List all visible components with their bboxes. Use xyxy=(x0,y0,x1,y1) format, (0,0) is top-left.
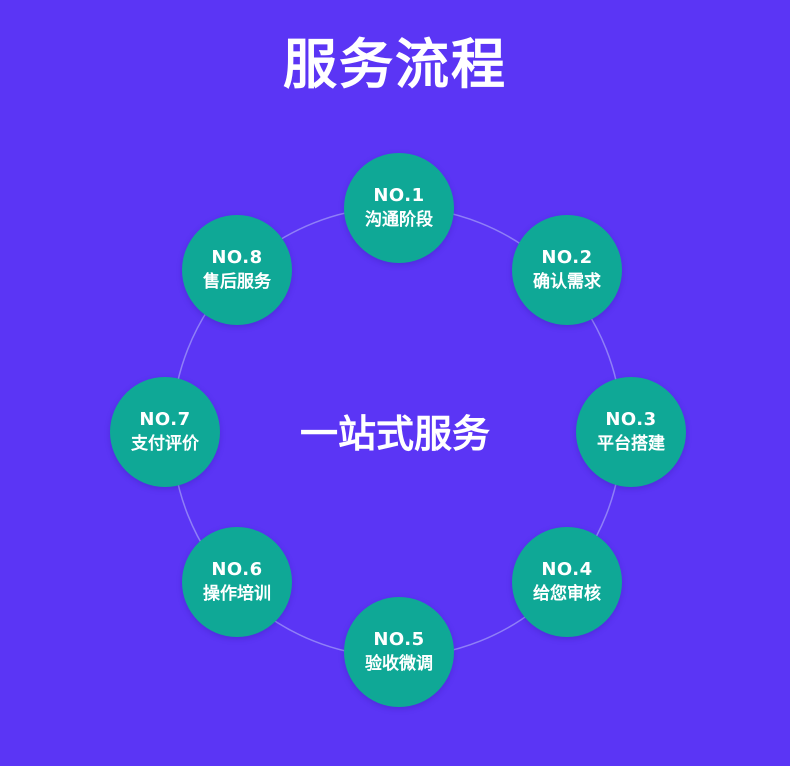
step-node-3: NO.3 平台搭建 xyxy=(576,377,686,487)
step-label: 确认需求 xyxy=(533,272,601,292)
step-label: 支付评价 xyxy=(131,434,199,454)
step-node-7: NO.7 支付评价 xyxy=(110,377,220,487)
step-label: 沟通阶段 xyxy=(365,210,433,230)
step-label: 操作培训 xyxy=(203,584,271,604)
center-label: 一站式服务 xyxy=(299,412,490,456)
step-label: 售后服务 xyxy=(203,272,271,292)
step-label: 平台搭建 xyxy=(597,434,665,454)
step-node-1: NO.1 沟通阶段 xyxy=(344,153,454,263)
step-number: NO.3 xyxy=(605,409,657,430)
step-node-8: NO.8 售后服务 xyxy=(182,215,292,325)
step-node-6: NO.6 操作培训 xyxy=(182,527,292,637)
step-number: NO.6 xyxy=(211,559,263,580)
step-number: NO.2 xyxy=(541,247,593,268)
step-label: 给您审核 xyxy=(533,584,601,604)
page-title: 服务流程 xyxy=(283,33,507,96)
step-node-2: NO.2 确认需求 xyxy=(512,215,622,325)
step-number: NO.4 xyxy=(541,559,593,580)
step-node-5: NO.5 验收微调 xyxy=(344,597,454,707)
step-number: NO.7 xyxy=(139,409,191,430)
step-number: NO.1 xyxy=(373,185,425,206)
step-node-4: NO.4 给您审核 xyxy=(512,527,622,637)
step-label: 验收微调 xyxy=(365,654,433,674)
step-number: NO.5 xyxy=(373,629,425,650)
step-number: NO.8 xyxy=(211,247,263,268)
